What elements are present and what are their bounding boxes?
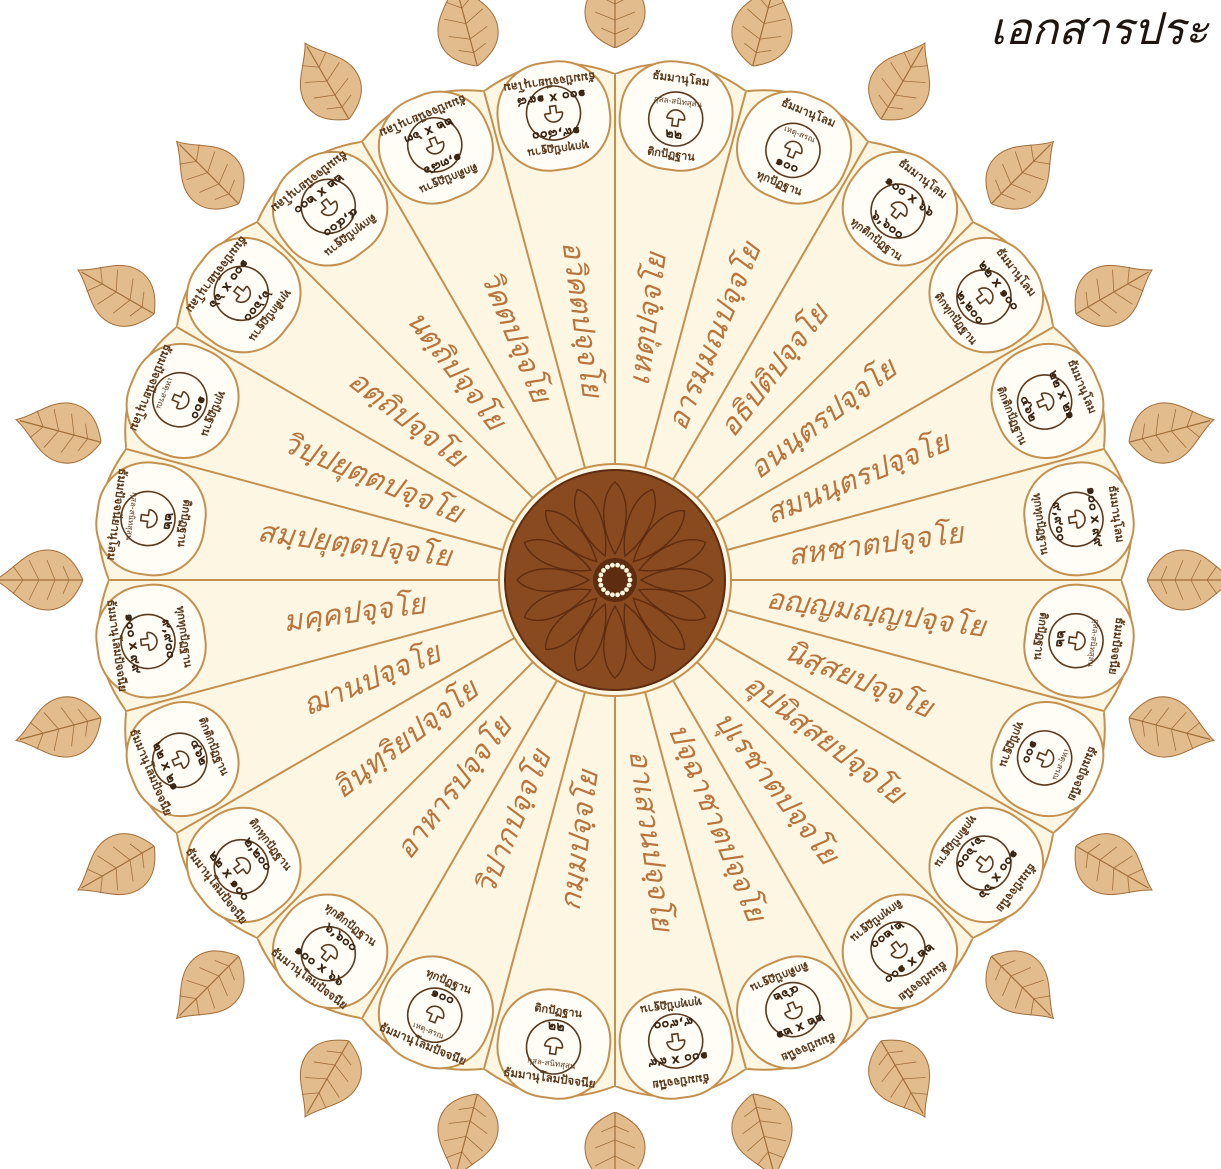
hub-bead (598, 578, 603, 583)
hub-bead (620, 591, 625, 596)
hub-bead (615, 563, 620, 568)
hub-bead (610, 563, 615, 568)
hub-bead (620, 565, 625, 570)
hub-bead (605, 591, 610, 596)
bodhi-leaf-icon (0, 550, 95, 610)
hub-bead (624, 568, 629, 573)
capsule-number: ๒๒ (1052, 629, 1069, 648)
bodhi-leaf-icon (1135, 550, 1221, 610)
hub-bead (601, 587, 606, 592)
hub-bead (627, 583, 632, 588)
hub-bead (599, 583, 604, 588)
hub-bead (601, 568, 606, 573)
hub-bead (627, 573, 632, 578)
capsule-number: ๒๒ (547, 1018, 566, 1035)
hub-bead (615, 592, 620, 597)
hub-bead (599, 573, 604, 578)
hub-bead (605, 565, 610, 570)
capsule-number: ๒๒ (664, 126, 683, 143)
hub-bead (624, 587, 629, 592)
center-hub (499, 464, 731, 696)
capsule-number: ๒๒ (160, 512, 177, 531)
hub-bead (610, 592, 615, 597)
hub-bead (628, 578, 633, 583)
